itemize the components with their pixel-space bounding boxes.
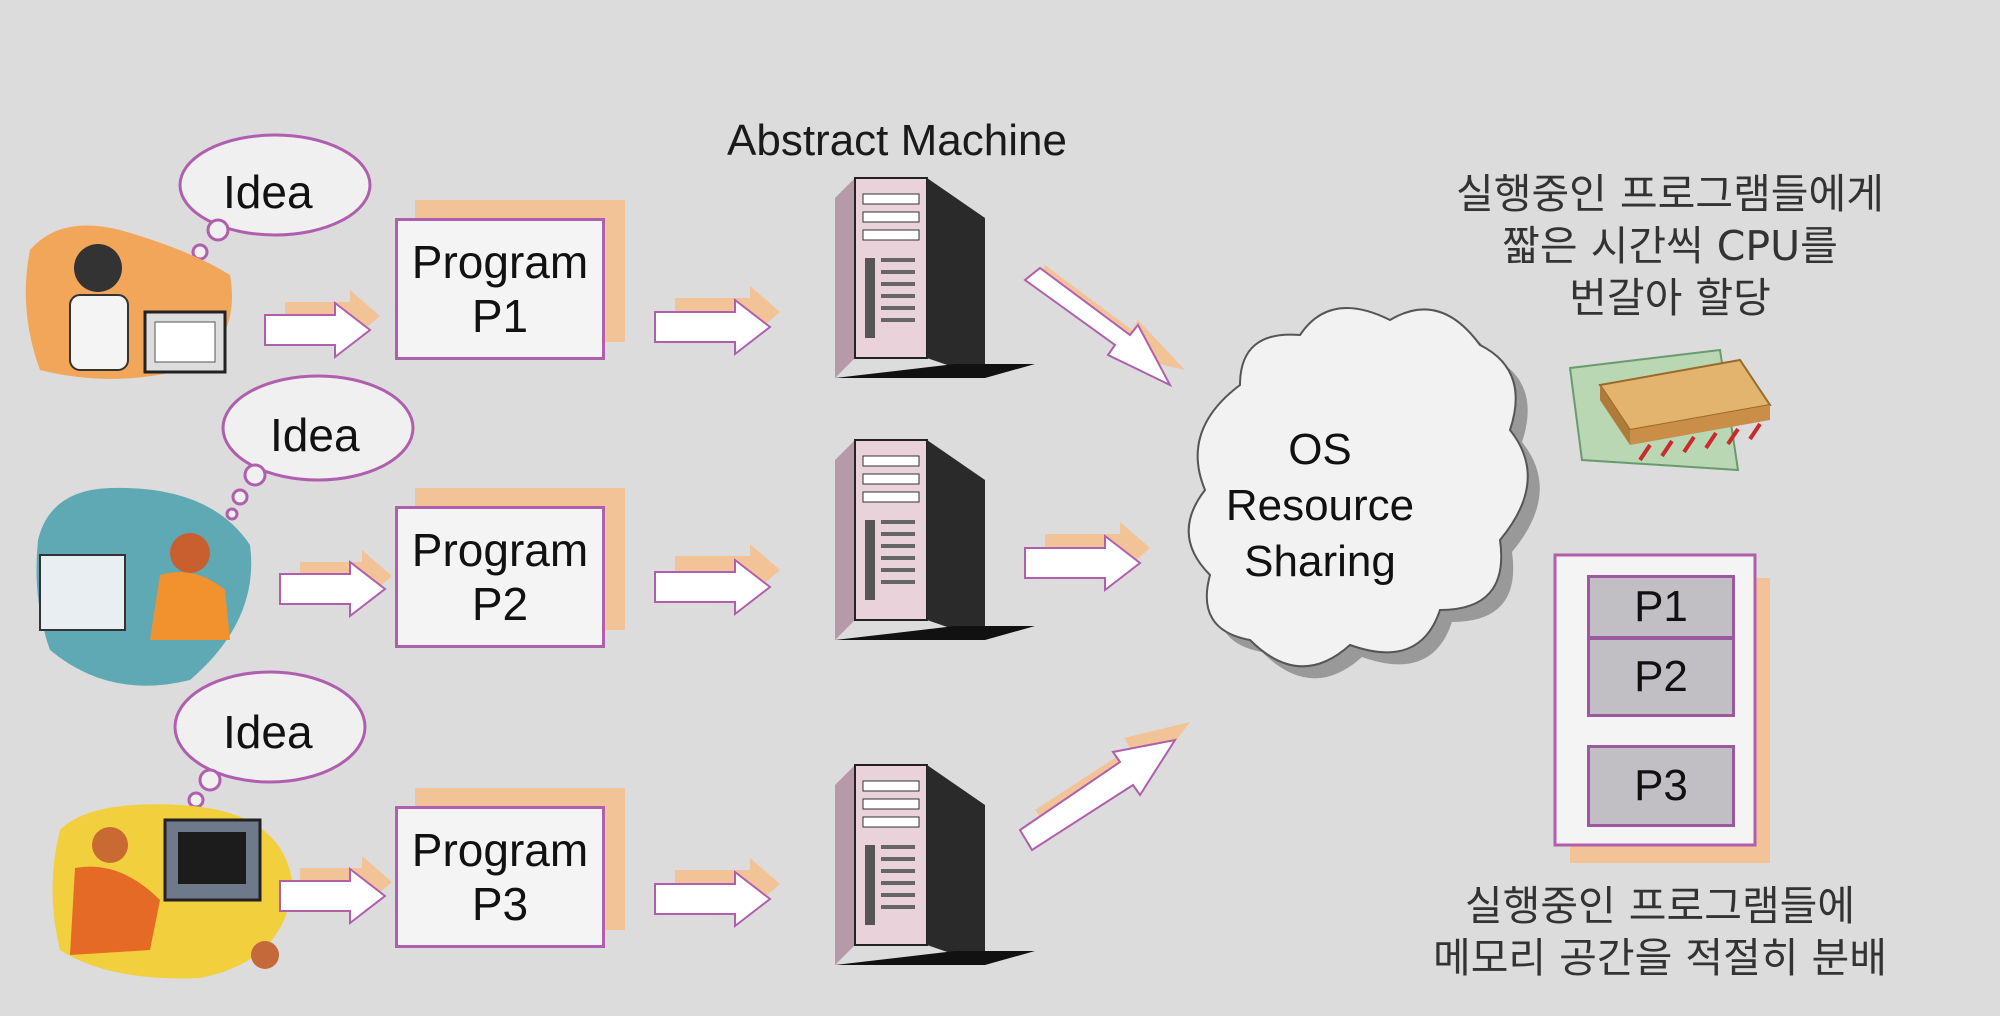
program-box-p2: Program P2 [395, 506, 605, 648]
server-tower-icon [834, 764, 1036, 966]
man-at-workstation-icon [52, 804, 292, 979]
memory-cell-p1: P1 [1587, 575, 1735, 639]
person-at-computer-icon [25, 225, 232, 379]
os-sharing-label: Sharing [1244, 537, 1396, 586]
woman-at-computer-icon [36, 487, 252, 686]
cpu-note-line: 번갈아 할당 [1569, 274, 1771, 322]
arrow-icon [279, 550, 392, 619]
program-label: Program [411, 236, 589, 288]
arrow-icon [264, 290, 380, 360]
arrow-icon [654, 858, 780, 929]
program-label: Program [411, 524, 589, 576]
arrow-icon [654, 544, 780, 617]
idea-label: Idea [270, 409, 360, 461]
memory-cell-p2: P2 [1587, 637, 1735, 717]
server-tower-icon [834, 439, 1036, 641]
program-box-p3: Program P3 [395, 806, 605, 948]
thought-cloud-icon [221, 374, 415, 521]
abstract-machine-title: Abstract Machine [727, 116, 1067, 165]
program-id: P2 [471, 578, 529, 630]
program-id: P1 [471, 290, 529, 342]
os-label: OS [1288, 425, 1352, 474]
program-id: P3 [471, 878, 529, 930]
arrow-icon [654, 286, 780, 357]
os-cloud-shape [1187, 307, 1540, 679]
idea-label: Idea [223, 706, 313, 758]
cpu-note-line: 짧은 시간씩 CPU를 [1502, 222, 1838, 270]
os-cloud-label: OS Resource Sharing [1205, 422, 1435, 590]
arrow-icon [279, 856, 392, 926]
os-resource-label: Resource [1225, 481, 1415, 530]
cpu-note: 실행중인 프로그램들에게 짧은 시간씩 CPU를 번갈아 할당 [1400, 168, 1940, 324]
cpu-note-line: 실행중인 프로그램들에게 [1456, 170, 1884, 218]
memory-cell-p3: P3 [1587, 745, 1735, 827]
memory-note-line: 실행중인 프로그램들에 [1464, 882, 1856, 930]
arrow-icon [1018, 722, 1190, 852]
arrow-icon [1024, 522, 1150, 593]
program-box-p1: Program P1 [395, 218, 605, 360]
memory-note-line: 메모리 공간을 적절히 분배 [1432, 934, 1888, 982]
arrow-icon [1023, 265, 1185, 388]
program-label: Program [411, 824, 589, 876]
cpu-chip-icon [1568, 348, 1772, 472]
idea-label: Idea [223, 166, 313, 218]
thought-cloud-icon [173, 670, 367, 822]
memory-note: 실행중인 프로그램들에 메모리 공간을 적절히 분배 [1390, 880, 1930, 984]
server-tower-icon [834, 177, 1036, 379]
